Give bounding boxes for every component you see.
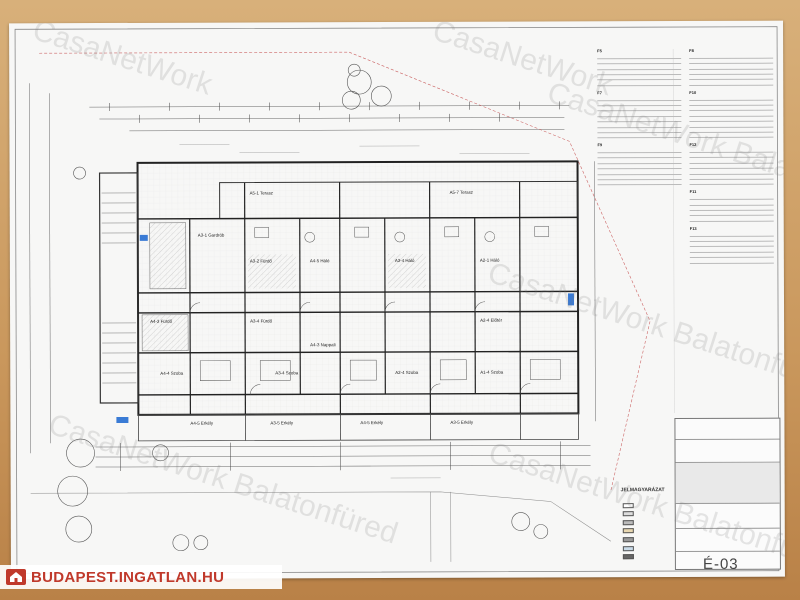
room-label: A5-7 Terasz [449,189,473,195]
material-legend: F5 F7 F9 F8 F10 F12 F11 F13 [597,48,774,418]
room-label: A4-5 Erkély [190,420,214,426]
title-block: É-03 [674,417,781,573]
room-label: A3-2 Fürdő [249,258,272,264]
legend-swatches [622,501,637,561]
site-brand-badge[interactable]: BUDAPEST.INGATLAN.HU [0,565,282,589]
brand-name: BUDAPEST.INGATLAN.HU [31,568,225,586]
room-label: A3-5 Erkély [450,419,474,425]
project-title-box [675,462,780,505]
dimension-ticks [109,101,561,471]
room-label: A3-4 Fürdő [250,318,273,324]
room-label: A3-4 Szoba [275,370,299,376]
room-label: A4-5 Erkély [360,420,384,426]
house-logo-icon [6,569,26,585]
room-label: A4-4 Szoba [160,370,184,376]
section-markers [116,234,575,423]
room-label: A3-1 Gardrób [197,232,225,238]
room-label: A2-4 Előtér [480,317,503,323]
floor-plan [14,26,780,574]
room-label: A4-5 Háló [309,258,330,264]
room-label: A4-3 Nappali [310,342,336,348]
room-label: A3-4 Háló [394,257,415,264]
room-label: A1-4 Szoba [480,369,504,375]
dimension-lines [28,83,596,468]
room-label: A4-3 Fürdő [150,318,173,324]
tree-icons [57,63,549,552]
room-label: A5-1 Terasz [249,190,273,196]
room-label: A3-5 Erkély [270,420,294,426]
room-label: A2-1 Háló [479,257,500,263]
legend-title: JELMAGYARÁZAT [620,487,665,494]
room-label: A2-4 Szoba [395,369,419,376]
sheet-code: É-03 [702,555,739,573]
